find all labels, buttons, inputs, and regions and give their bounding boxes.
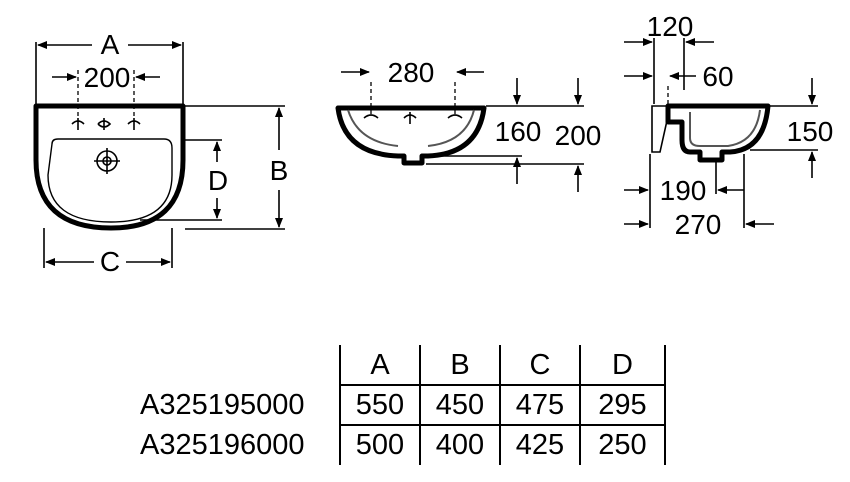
dim-bowl-label: 190: [660, 175, 707, 206]
value-a: 550: [355, 389, 405, 421]
value-a: 500: [355, 429, 405, 461]
table-divider: [579, 345, 581, 465]
dim-width-label: 280: [388, 57, 435, 88]
table-divider: [499, 345, 501, 465]
dim-depth-inner-label: 160: [495, 116, 542, 147]
wall-bracket: [651, 105, 669, 153]
value-c: 475: [515, 389, 565, 421]
table-divider: [664, 345, 666, 465]
dim-c-label: C: [100, 246, 120, 277]
column-header-b: B: [450, 349, 470, 381]
value-c: 425: [515, 429, 565, 461]
tap-markers-icon: [71, 118, 141, 130]
table-header-row: A B C D: [140, 345, 670, 385]
row-code: A325195000: [140, 389, 305, 421]
dim-offset-label: 60: [702, 61, 733, 92]
table-divider: [339, 424, 666, 426]
value-b: 400: [435, 429, 485, 461]
dim-b-label: B: [270, 155, 289, 186]
technical-drawing: A 200 B D C 28: [33, 11, 833, 277]
dim-depth-outer-label: 200: [555, 120, 602, 151]
row-code: A325196000: [140, 429, 305, 461]
dimensions-table: A B C D A325195000 550 450 475 295 A3251…: [140, 345, 670, 470]
dim-top-label: 120: [647, 11, 694, 42]
value-b: 450: [435, 389, 485, 421]
dim-d-label: D: [208, 165, 228, 196]
tap-markers-icon: [363, 112, 463, 124]
front-view: A 200 B D C: [33, 29, 289, 277]
value-d: 295: [598, 389, 647, 421]
table-divider: [419, 345, 421, 465]
basin-front-outline: [33, 103, 186, 231]
table-row: A325196000 500 400 425 250: [140, 425, 670, 465]
column-header-a: A: [370, 349, 390, 381]
table-divider: [339, 384, 666, 386]
dim-a-label: A: [101, 29, 120, 60]
section-view: 280 160 200: [335, 57, 602, 192]
table-divider: [339, 345, 341, 465]
dim-tap-spacing-label: 200: [84, 62, 131, 93]
column-header-d: D: [612, 349, 633, 381]
basin-front-bowl: [47, 138, 173, 223]
basin-profile-outline: [665, 103, 771, 163]
dim-height-label: 150: [787, 116, 834, 147]
column-header-c: C: [529, 349, 551, 381]
dim-total-label: 270: [675, 209, 722, 240]
profile-view: 120 60 150 190 270: [624, 11, 833, 240]
tap-hole-icon: [94, 148, 120, 174]
basin-section-outline: [335, 105, 487, 166]
table-row: A325195000 550 450 475 295: [140, 385, 670, 425]
value-d: 250: [598, 429, 647, 461]
